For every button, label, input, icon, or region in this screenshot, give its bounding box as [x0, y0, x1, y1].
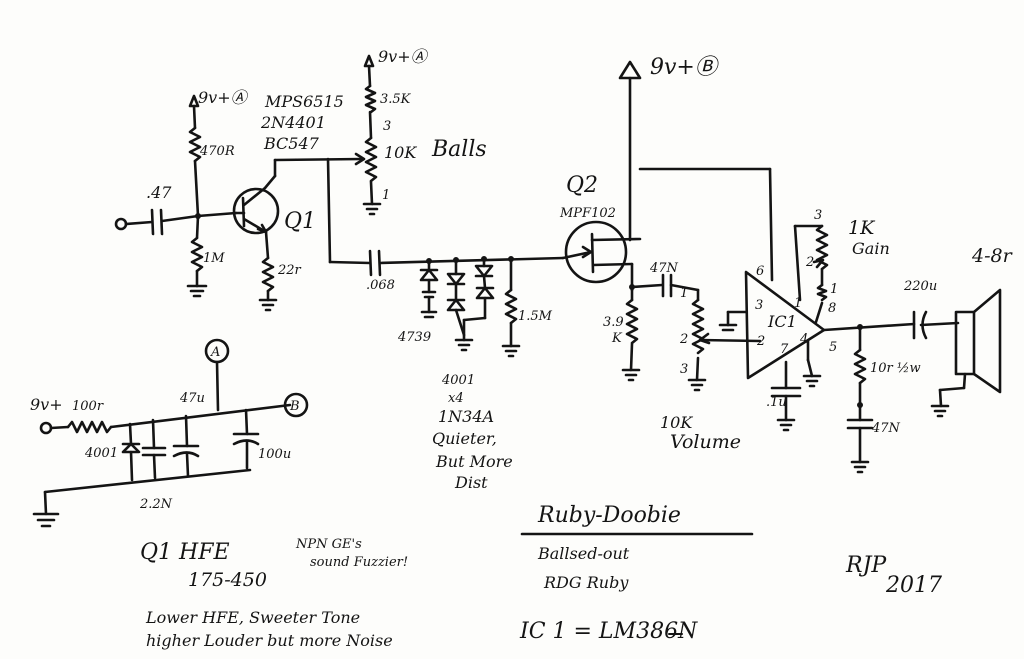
input-capacitor [150, 208, 200, 236]
label-cap-220u: 220u [903, 279, 937, 294]
label-cap-100u: 100u [258, 447, 291, 462]
lower-hfe-note: Lower HFE, Sweeter Tone [145, 608, 360, 627]
higher-hfe-note: higher Louder but more Noise [146, 631, 393, 650]
label-r-22: 22r [277, 263, 302, 278]
label-supply-a-1: 9v+Ⓐ [198, 88, 249, 107]
label-d-4739: 4739 [397, 330, 431, 345]
label-gain-pot: 1K [848, 217, 876, 239]
label-gain-pin2: 2 [805, 255, 814, 270]
input-jack [114, 217, 154, 231]
balls-pot [362, 54, 382, 216]
label-pin7: 7 [780, 342, 789, 357]
label-r-39k-a: 3.9 [603, 315, 624, 330]
label-q1-part-2: 2N4401 [260, 113, 326, 132]
label-q1-part-3: BC547 [263, 134, 320, 153]
ic-note: IC 1 = LM386N [519, 619, 698, 644]
label-pin3: 3 [755, 298, 763, 313]
speaker [930, 288, 1002, 418]
label-cap-47n: 47N [649, 261, 679, 276]
subtitle-line-1: Ballsed-out [537, 544, 630, 563]
supply-b-rail [618, 60, 774, 282]
label-q1-part-1: MPS6515 [264, 92, 344, 111]
clipping-diodes [419, 256, 495, 352]
label-supply-b: 9v+Ⓑ [650, 55, 720, 80]
label-mpf102: MPF102 [559, 206, 616, 221]
label-vol-pin3: 3 [680, 362, 688, 377]
label-vol-pin2: 2 [679, 332, 688, 347]
source-resistor-3-9k [621, 288, 641, 382]
label-supply-a-2: 9v+Ⓐ [378, 47, 429, 66]
volume-pot [687, 288, 762, 392]
cap-47n-coupling [630, 273, 700, 298]
q1-transistor [232, 174, 280, 312]
label-r-39k-b: K [611, 331, 623, 346]
label-r-100: 100r [72, 399, 104, 414]
npn-ge-note-2: sound Fuzzier! [310, 555, 408, 570]
q1-bias-network [186, 94, 238, 298]
diodes-note-6: Dist [454, 473, 488, 492]
label-r-1m: 1M [203, 251, 225, 266]
diodes-note-5: But More [435, 452, 513, 471]
label-node-b: B [289, 399, 300, 414]
label-r-35k: 3.5K [380, 92, 412, 107]
label-r-1-5m: 1.5M [518, 309, 553, 324]
power-supply-filter [32, 338, 309, 528]
gain-pot [793, 224, 829, 324]
label-pin8: 8 [828, 301, 836, 316]
label-cap-47u: 47u [179, 391, 205, 406]
label-q2: Q2 [566, 173, 598, 198]
label-node-a: A [210, 345, 220, 360]
label-ic1: IC1 [767, 312, 797, 331]
label-cap-068: .068 [366, 278, 395, 293]
label-speaker: 4-8r [971, 245, 1014, 267]
label-cap-47n-out: 47N [871, 421, 901, 436]
label-gain-pin1: 1 [830, 282, 838, 297]
signature-year: 2017 [885, 573, 942, 598]
label-gain-pin3: 3 [814, 208, 822, 223]
title: Ruby-Doobie [537, 503, 681, 528]
coupling-capacitor-068 [368, 249, 565, 277]
subtitle-line-2: RDG Ruby [543, 573, 629, 592]
signature-initials: RJP [845, 553, 887, 578]
q1-collector-wire [273, 152, 372, 265]
diodes-note-2: x4 [448, 391, 464, 406]
label-volume: Volume [670, 431, 741, 453]
output-network [822, 310, 960, 474]
label-cap-22n: 2.2N [139, 497, 173, 512]
label-balls: Balls [431, 137, 487, 162]
label-vol-pot: 10K [660, 413, 693, 432]
label-supply-in: 9v+ [30, 395, 63, 414]
q1-hfe-range: 175-450 [188, 569, 267, 591]
diodes-note-4: Quieter, [432, 429, 497, 448]
label-balls-pot: 10K [384, 143, 417, 162]
npn-ge-note-1: NPN GE's [295, 537, 362, 552]
label-q1: Q1 [284, 209, 316, 234]
label-pin6: 6 [756, 264, 764, 279]
label-r-10r: 10r ½w [870, 361, 921, 376]
label-pin2: 2 [756, 334, 765, 349]
label-cap-in: .47 [146, 183, 172, 202]
label-r-470: 470R [199, 144, 235, 159]
diodes-note-3: 1N34A [438, 407, 494, 426]
label-vol-pin1: 1 [680, 286, 688, 301]
label-d-4001: 4001 [84, 446, 118, 461]
label-balls-pin1: 1 [382, 188, 390, 203]
label-cap-1u: .1u [766, 395, 787, 410]
label-balls-pin3: 3 [383, 119, 391, 134]
q2-jfet [561, 220, 642, 292]
resistor-1-5m [501, 256, 521, 358]
label-pin5: 5 [829, 340, 837, 355]
label-pin1: 1 [794, 296, 802, 311]
label-gain: Gain [852, 239, 890, 258]
q1-hfe-note: Q1 HFE [140, 540, 230, 565]
diodes-note-1: 4001 [441, 373, 475, 388]
lm386-amplifier [718, 270, 826, 432]
label-pin4: 4 [799, 332, 808, 347]
